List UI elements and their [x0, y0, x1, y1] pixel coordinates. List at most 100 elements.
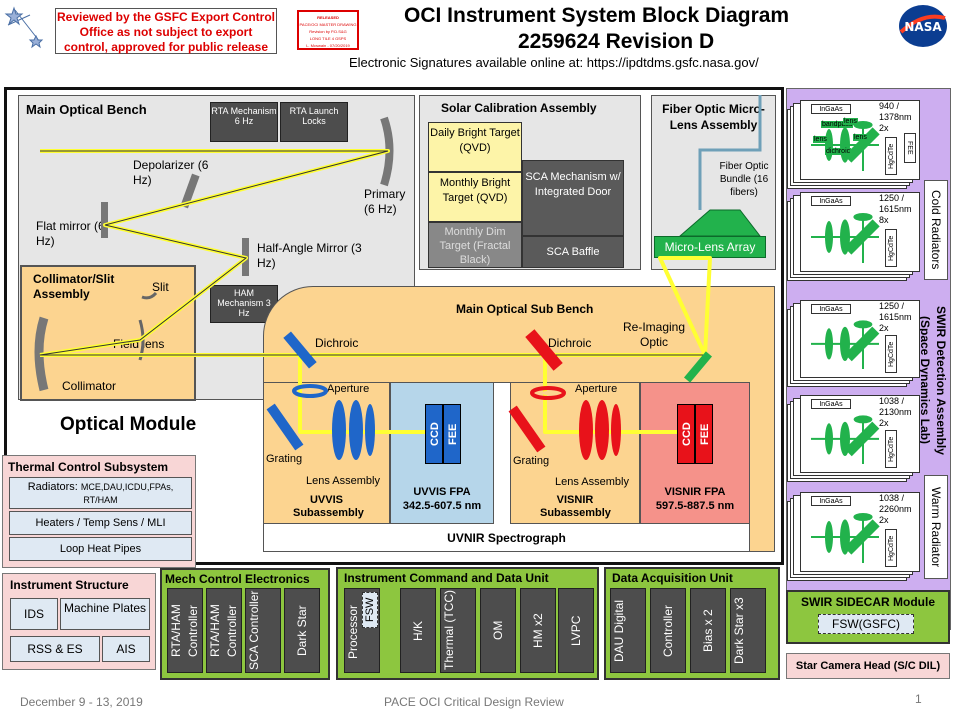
- visnir-lens-label: Lens Assembly: [555, 476, 629, 488]
- swir-optics-drawing: [811, 513, 880, 563]
- rta-launch-locks-box: RTA Launch Locks: [280, 102, 348, 142]
- visnir-aperture: [530, 386, 566, 400]
- swir-optics-drawing: [811, 213, 880, 263]
- visnir-lens-2: [595, 400, 609, 460]
- nasa-star-decoration: [0, 0, 60, 50]
- uvvis-lens-label: Lens Assembly: [306, 475, 380, 487]
- spectrograph-title: UVNIR Spectrograph: [447, 531, 566, 545]
- dau-digital: DAU Digital: [610, 588, 646, 673]
- band-multiplier: 2x: [879, 418, 889, 428]
- band-multiplier: 2x: [879, 123, 889, 133]
- swir-lens-label: lens: [843, 118, 858, 125]
- dichroic1-label: Dichroic: [315, 336, 359, 350]
- sca-mechanism-box: SCA Mechanism w/ Integrated Door: [522, 160, 624, 236]
- daily-bright-target: Daily Bright Target (QVD): [428, 122, 522, 172]
- icdu-processor-label: Processor: [346, 604, 360, 660]
- sidecar-fsw-box: FSW(GSFC): [818, 614, 914, 634]
- stamp-line: LONG TILE 4 GSPS: [309, 36, 347, 41]
- band-range: 1250 / 1615nm: [879, 301, 912, 322]
- band-range: 1250 / 1615nm: [879, 193, 912, 214]
- collimator-slit-assembly: [20, 265, 196, 401]
- ingaas-chip: InGaAs: [811, 399, 851, 409]
- nasa-logo-text: NASA: [904, 20, 942, 34]
- uvvis-sub-label: UVVIS Subassembly: [293, 494, 364, 519]
- visnir-aperture-center: [542, 391, 554, 395]
- slit-element: [141, 291, 158, 300]
- stamp-line: Revision by P.D.S&G: [309, 29, 347, 34]
- depolarizer-plate: [180, 173, 200, 209]
- mce-dark-star: Dark Star: [284, 588, 320, 673]
- icdu-lvpc: LVPC: [558, 588, 594, 673]
- dau-dark-star: Dark Star x3: [730, 588, 766, 673]
- sca-baffle-box: SCA Baffle: [522, 236, 624, 268]
- swir-optics-drawing: [811, 320, 880, 369]
- page-subtitle: 2259624 Revision D: [518, 30, 715, 53]
- band-range: 1038 / 2260nm: [879, 493, 912, 514]
- uvvis-fpa-label: UVVIS FPA: [413, 486, 471, 498]
- heat-pipes-box: Loop Heat Pipes: [9, 537, 192, 561]
- dichroic2-label: Dichroic: [548, 336, 592, 350]
- visnir-lens-1: [579, 400, 593, 460]
- icdu-hk: H/K: [400, 588, 436, 673]
- uvvis-aperture-label: Aperture: [327, 383, 370, 395]
- main-optical-bench-title: Main Optical Bench: [26, 102, 147, 117]
- ais-box: AIS: [102, 636, 150, 662]
- uvvis-lens-3: [365, 404, 375, 456]
- ids-box: IDS: [10, 598, 58, 630]
- optical-module-label: Optical Module: [60, 414, 197, 435]
- monthly-dim-target: Monthly Dim Target (Fractal Black): [428, 222, 522, 268]
- reimaging-label: Re-Imaging Optic: [622, 320, 686, 349]
- ingaas-chip: InGaAs: [811, 304, 851, 314]
- flat-mirror-label: Flat mirror (6 Hz): [36, 219, 105, 248]
- visnir-lens-3: [611, 404, 621, 456]
- uvvis-lens-1: [332, 400, 346, 460]
- swir-fee-chip: FEE: [904, 133, 916, 163]
- footer-review-title: PACE OCI Critical Design Review: [384, 695, 564, 709]
- mce-rta-ham-controller-2: RTA/HAM Controller: [206, 588, 242, 673]
- uvvis-range-label: 342.5-607.5 nm: [402, 500, 482, 512]
- solar-cal-title: Solar Calibration Assembly: [441, 101, 597, 115]
- ingaas-chip: InGaAs: [811, 104, 851, 114]
- swir-lens-label: dichroic: [825, 148, 852, 155]
- collimator-title: Collimator/Slit Assembly: [33, 272, 115, 301]
- swir-title: SWIR Detection Assembly (Space Dynamics …: [918, 305, 948, 455]
- visnir-dichroic: [525, 329, 563, 371]
- mce-rta-ham-controller-1: RTA/HAM Controller: [167, 588, 203, 673]
- structure-title: Instrument Structure: [10, 578, 129, 592]
- visnir-range-label: 597.5-887.5 nm: [655, 500, 735, 512]
- band-range: 940 / 1378nm: [879, 101, 912, 122]
- fiber-bundle-label: Fiber Optic Bundle (16 fibers): [719, 161, 769, 198]
- band-multiplier: 8x: [879, 215, 889, 225]
- ingaas-chip: InGaAs: [811, 496, 851, 506]
- thermal-title: Thermal Control Subsystem: [8, 460, 169, 474]
- stamp-line: RELEASED: [317, 15, 339, 20]
- stamp-line: L. Mcswain - 07/20/2019: [306, 43, 350, 48]
- visnir-grating-label: Grating: [513, 455, 550, 467]
- primary-label: Primary (6 Hz): [364, 187, 406, 216]
- icdu-title: Instrument Command and Data Unit: [344, 571, 549, 585]
- swir-lens-label: bandpass: [821, 121, 854, 128]
- band-multiplier: 2x: [879, 515, 889, 525]
- dau-bias: Bias x 2: [690, 588, 726, 673]
- icdu-fsw-chip: FSW: [362, 592, 378, 628]
- page-title: OCI Instrument System Block Diagram: [404, 4, 790, 27]
- reimaging-optic: [684, 351, 712, 383]
- light-beam: [39, 149, 712, 434]
- icdu-om: OM: [480, 588, 516, 673]
- mce-title: Mech Control Electronics: [165, 572, 310, 586]
- sidecar-title: SWIR SIDECAR Module: [801, 595, 935, 609]
- swir-optics-drawing: [811, 415, 880, 464]
- icdu-hm: HM x2: [520, 588, 556, 673]
- warm-radiator-box: Warm Radiator: [924, 475, 948, 579]
- slit-label: Slit: [152, 280, 169, 294]
- star-camera-box: Star Camera Head (S/C DIL): [786, 653, 950, 679]
